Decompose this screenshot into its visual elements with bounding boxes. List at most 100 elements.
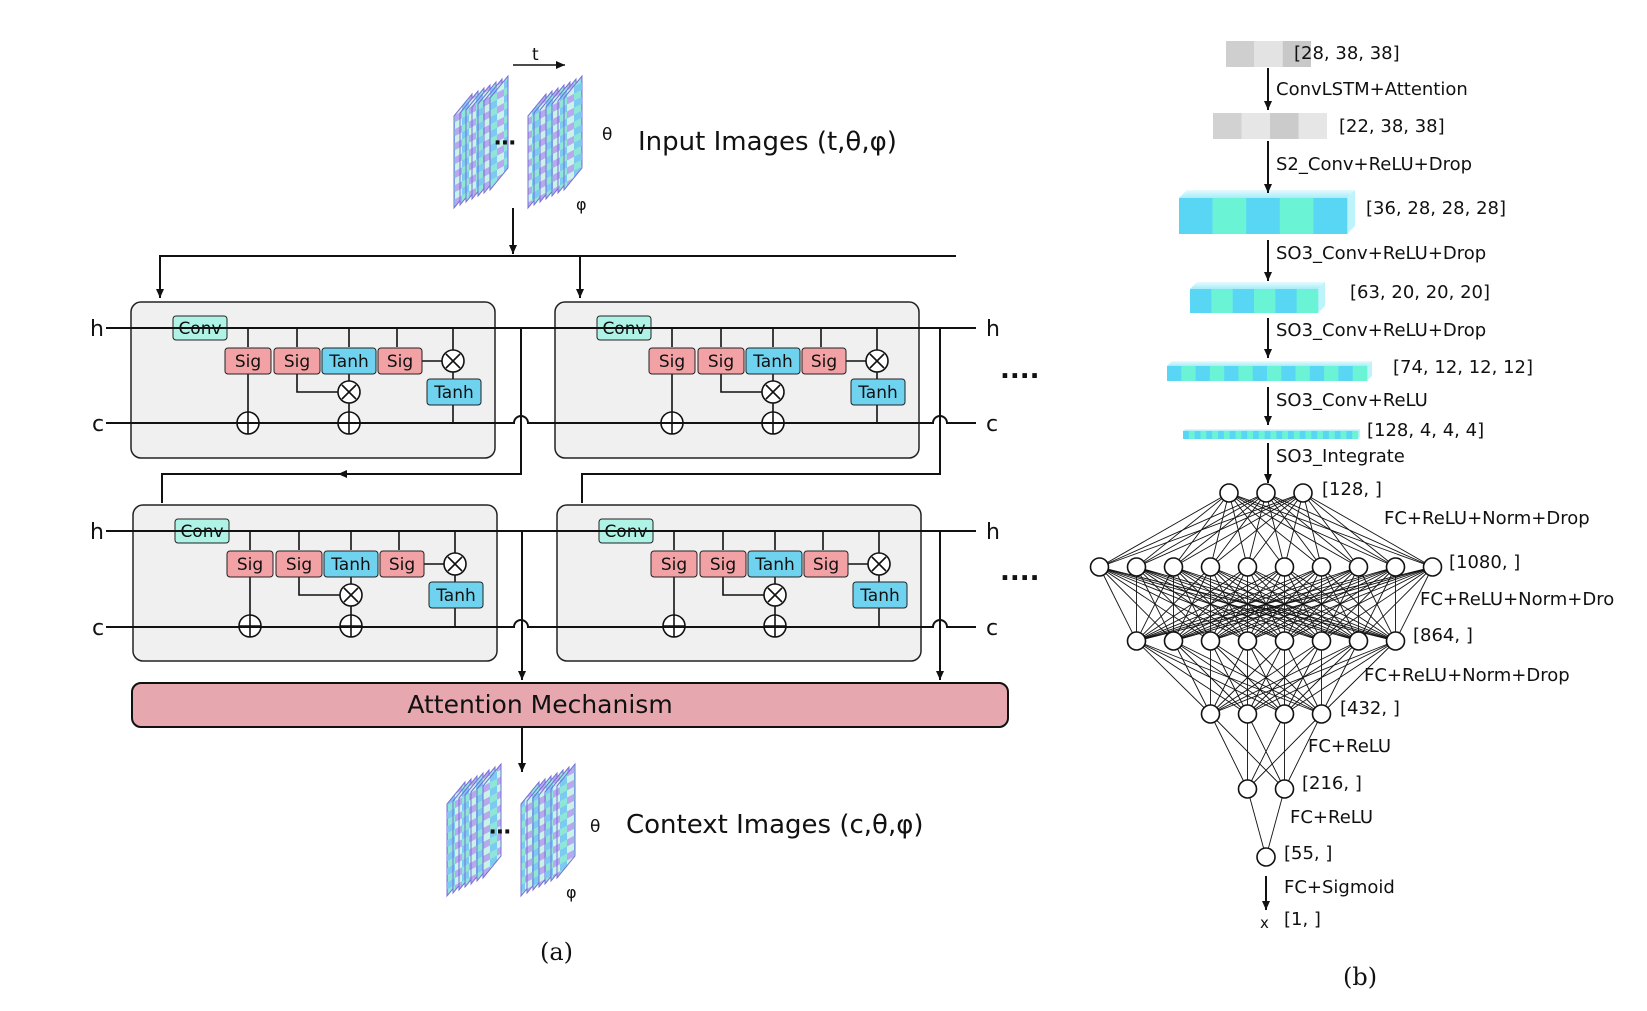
mlp-node-l2-5 [1237,557,1258,577]
sig-input-label: Sig [710,555,736,575]
sig-forget-box [650,550,698,578]
mlp-label-1: FC+ReLU+Norm+Drop [1384,508,1590,529]
cyan-block-6 [1183,429,1360,439]
mlp-node-l3-6 [1311,631,1332,651]
output-symbol: x [1260,914,1269,932]
hidden-label-right: h [986,520,1000,545]
sig-forget-label: Sig [237,555,263,575]
cyan-block-5 [1167,361,1372,381]
sig-input-box [699,550,747,578]
context-stack-right [520,762,576,898]
hc-lines-row-2: h h c c [90,520,1000,641]
cyan-block-4 [1190,282,1325,313]
tanh-candidate-label: Tanh [328,352,369,372]
mlp-label-5: FC+ReLU [1290,807,1373,828]
mlp-label-2: FC+ReLU+Norm+Dro [1420,589,1614,610]
row-ellipsis-top: .... [1000,355,1040,385]
tanh-cell-box [852,581,908,609]
tanh-candidate-box [321,347,377,375]
arrow-label-1: ConvLSTM+Attention [1276,79,1468,100]
cell-label-right: c [986,616,998,641]
shape-label-2: [22, 38, 38] [1339,116,1445,137]
mlp-node-l3-5 [1274,631,1295,651]
shape-label-4: [63, 20, 20, 20] [1350,282,1490,303]
mlp-node-l2-3 [1163,557,1184,577]
arrow-label-4: SO3_Conv+ReLU+Drop [1276,320,1486,341]
sig-forget-label: Sig [659,352,685,372]
arrow-label-6: SO3_Integrate [1276,446,1405,467]
mlp-node-l3-1 [1126,631,1147,651]
context-image-stacks [446,762,576,898]
input-theta-label: θ [602,125,612,145]
shape-label-1: [28, 38, 38] [1294,43,1400,64]
mlp-edges [1099,492,1433,858]
tanh-candidate-box [745,347,801,375]
output-shape: [1, ] [1284,909,1321,930]
context-images-caption: Context Images (c,θ,φ) [626,810,924,840]
tanh-cell-label: Tanh [433,383,474,403]
panel-b: [28, 38, 38] ConvLSTM+Attention [22, 38,… [1089,41,1614,991]
tanh-candidate-box [323,550,379,578]
mlp-shape-3: [864, ] [1413,625,1473,646]
context-theta-label: θ [590,817,600,837]
sig-output-label: Sig [813,555,839,575]
shape-label-3: [36, 28, 28, 28] [1366,198,1506,219]
tanh-cell-box [428,581,484,609]
sig-input-label: Sig [284,352,310,372]
final-fc-label: FC+Sigmoid [1284,877,1395,898]
mlp-shape-6: [55, ] [1284,843,1332,864]
sig-forget-label: Sig [235,352,261,372]
input-stack-right [527,74,583,210]
mlp-node-l2-1 [1089,557,1110,577]
shape-label-5: [74, 12, 12, 12] [1393,357,1533,378]
cell-container [130,301,496,459]
sig-input-box [273,347,321,375]
tanh-candidate-box [747,550,803,578]
sig-input-label: Sig [286,555,312,575]
sig-forget-label: Sig [661,555,687,575]
context-phi-label: φ [566,883,577,902]
mlp-label-3: FC+ReLU+Norm+Drop [1364,665,1570,686]
cell-container [556,504,922,662]
arrow-label-2: S2_Conv+ReLU+Drop [1276,154,1472,175]
mlp-node-l2-6 [1274,557,1295,577]
attention-mechanism-block [131,682,1009,728]
mlp-node-l1-2 [1256,483,1276,503]
mlp-node-l3-2 [1163,631,1184,651]
tanh-cell-label: Tanh [435,586,476,606]
mlp-network [1089,483,1443,867]
mlp-shape-5: [216, ] [1302,773,1362,794]
mlp-shape-4: [432, ] [1340,698,1400,719]
mlp-node-l5-1 [1237,779,1258,799]
mlp-node-l6-1 [1256,847,1276,867]
hidden-label-left: h [90,520,104,545]
hidden-label-right: h [986,317,1000,342]
mlp-node-l4-4 [1311,704,1332,724]
cell-container [554,301,920,459]
mlp-node-l4-3 [1274,704,1295,724]
mlp-node-l3-3 [1200,631,1221,651]
sig-output-label: Sig [811,352,837,372]
input-image-stacks [453,74,583,210]
mlp-node-l3-7 [1348,631,1369,651]
tanh-candidate-label: Tanh [330,555,371,575]
panel-a-caption: (a) [540,938,573,966]
gray-block-2 [1213,113,1327,139]
mlp-node-l2-8 [1348,557,1369,577]
mlp-shape-1: [128, ] [1322,479,1382,500]
panel-b-caption: (b) [1343,963,1377,991]
mlp-node-l4-1 [1200,704,1221,724]
cell-container [132,504,498,662]
sig-input-box [697,347,745,375]
arrow-label-3: SO3_Conv+ReLU+Drop [1276,243,1486,264]
time-axis-label: t [532,45,539,65]
attention-mechanism-label: Attention Mechanism [407,690,672,719]
sig-output-box [379,550,425,578]
cell-label-left: c [92,412,104,437]
mlp-node-l2-7 [1311,557,1332,577]
cell-label-left: c [92,616,104,641]
